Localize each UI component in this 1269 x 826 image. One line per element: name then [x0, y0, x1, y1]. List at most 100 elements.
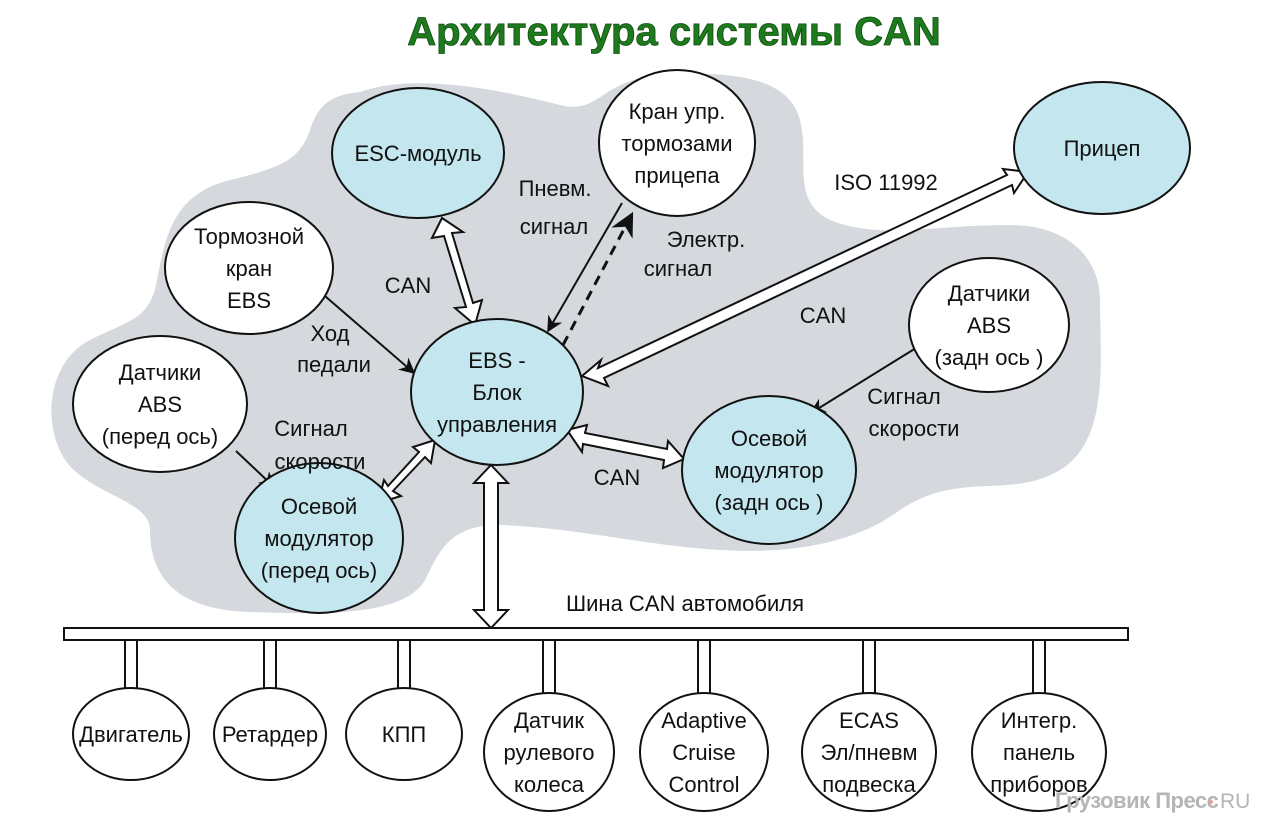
bus-stub	[1032, 639, 1046, 696]
node-label-line: Кран упр.	[629, 99, 726, 124]
node-label-line: Осевой	[731, 426, 807, 451]
label-can-trailer: CAN	[800, 303, 846, 328]
label-front-speed-2: скорости	[275, 449, 366, 474]
rear-speed-signal-arrow	[809, 347, 917, 414]
node-trailer: Прицеп	[1013, 81, 1191, 215]
node-ellipse	[410, 318, 584, 466]
bus-device-label-line: приборов	[990, 772, 1087, 797]
pedal-travel-arrow	[317, 289, 416, 375]
label-rear-speed-1: Сигнал	[867, 384, 940, 409]
label-pneumatic-1: Пневм.	[519, 176, 592, 201]
bus-device-label-line: КПП	[382, 722, 426, 747]
bus-device: Датчик рулевого колеса	[483, 639, 615, 812]
node-label-line: прицепа	[634, 163, 720, 188]
node-label-line: ABS	[967, 313, 1011, 338]
label-iso-11992: ISO 11992	[834, 170, 938, 195]
watermark-brand: Грузовик Пресс	[1055, 788, 1219, 813]
label-electric-1: Электр.	[667, 227, 745, 252]
node-label-line: (задн ось )	[935, 345, 1044, 370]
bus-devices-layer: Двигатель Ретардер КПП Датчик рулевого колеса…	[72, 639, 1107, 812]
bus-stub	[263, 639, 277, 691]
label-rear-speed-2: скорости	[869, 416, 960, 441]
pneumatic-signal-arrow	[547, 202, 623, 333]
node-label-line: (перед ось)	[102, 424, 218, 449]
bus-device-ellipse	[72, 687, 190, 781]
nodes-layer: ESC-модуль Кран упр. тормозами прицепа Прице…	[72, 69, 1191, 614]
bus-device-ellipse	[213, 687, 327, 781]
node-ellipse	[1013, 81, 1191, 215]
bus-device: Двигатель	[72, 639, 190, 781]
node-ellipse	[331, 87, 505, 219]
node-label-line: тормозами	[621, 131, 732, 156]
bus-device-label-line: Датчик	[514, 708, 584, 733]
watermark-tld: RU	[1220, 790, 1250, 813]
bus-device-label-line: Интегр.	[1001, 708, 1077, 733]
node-ellipse	[234, 462, 404, 614]
node-label-line: модулятор	[264, 526, 373, 551]
node-label-line: Тормозной	[194, 224, 304, 249]
bus-device-label-line: Двигатель	[79, 722, 183, 747]
node-ellipse	[72, 335, 248, 473]
label-pedal-2: педали	[297, 352, 371, 377]
diagram-title: Архитектура системы CAN	[407, 10, 941, 54]
bus-device-label-line: Cruise	[672, 740, 736, 765]
label-pedal-1: Ход	[310, 321, 349, 346]
vehicle-can-bus-bar	[63, 627, 1129, 641]
label-vehicle-can-bus: Шина CAN автомобиля	[566, 591, 804, 616]
bus-device-label-line: Adaptive	[661, 708, 747, 733]
bus-stub	[542, 639, 556, 696]
label-pneumatic-2: сигнал	[520, 214, 589, 239]
bus-device-label-line: Ретардер	[222, 722, 318, 747]
bus-device-ellipse	[483, 692, 615, 812]
node-label-line: ESC-модуль	[354, 141, 481, 166]
bus-device-label-line: колеса	[514, 772, 585, 797]
node-label-line: кран	[226, 256, 272, 281]
node-label-line: Прицеп	[1064, 136, 1141, 161]
node-label-line: Датчики	[948, 281, 1030, 306]
node-label-line: управления	[437, 412, 557, 437]
bus-stub	[397, 639, 411, 691]
bus-device-label-line: подвеска	[822, 772, 916, 797]
bus-device-label-line: Эл/пневм	[821, 740, 918, 765]
label-front-speed-1: Сигнал	[274, 416, 347, 441]
labels-layer: CAN Пневм. сигнал Электр. сигнал ISO 119…	[274, 170, 959, 616]
label-can-rear: CAN	[594, 465, 640, 490]
node-trailer-valve: Кран упр. тормозами прицепа	[598, 69, 756, 217]
node-esc: ESC-модуль	[331, 87, 505, 219]
watermark-dot: •	[1208, 794, 1214, 811]
bus-device-label-line: Control	[669, 772, 740, 797]
bus-stub	[697, 639, 711, 696]
node-label-line: ABS	[138, 392, 182, 417]
node-label-line: EBS	[227, 288, 271, 313]
bus-device: ECAS Эл/пневм подвеска	[801, 639, 937, 812]
label-electric-2: сигнал	[644, 256, 713, 281]
node-label-line: Датчики	[119, 360, 201, 385]
bus-device-label-line: рулевого	[503, 740, 594, 765]
bus-device-ellipse	[801, 692, 937, 812]
bus-device: Ретардер	[213, 639, 327, 781]
bus-device-ellipse	[639, 692, 769, 812]
node-label-line: модулятор	[714, 458, 823, 483]
electric-signal-arrow	[561, 211, 634, 346]
bus-device: КПП	[345, 639, 463, 781]
bus-device-label-line: панель	[1003, 740, 1075, 765]
watermark: Грузовик Пресс • RU	[1055, 788, 1250, 813]
node-ellipse	[598, 69, 756, 217]
bus-device-ellipse	[971, 692, 1107, 812]
node-label-line: (перед ось)	[261, 558, 377, 583]
node-ellipse	[908, 257, 1070, 393]
bus-device-label-line: ECAS	[839, 708, 899, 733]
node-ellipse	[164, 201, 334, 335]
node-ellipse	[681, 395, 857, 545]
node-label-line: EBS -	[468, 348, 525, 373]
bus-stub	[124, 639, 138, 691]
node-label-line: Осевой	[281, 494, 357, 519]
node-mod-front: Осевой модулятор (перед ось)	[234, 462, 404, 614]
bus-device-ellipse	[345, 687, 463, 781]
label-can-esc: CAN	[385, 273, 431, 298]
